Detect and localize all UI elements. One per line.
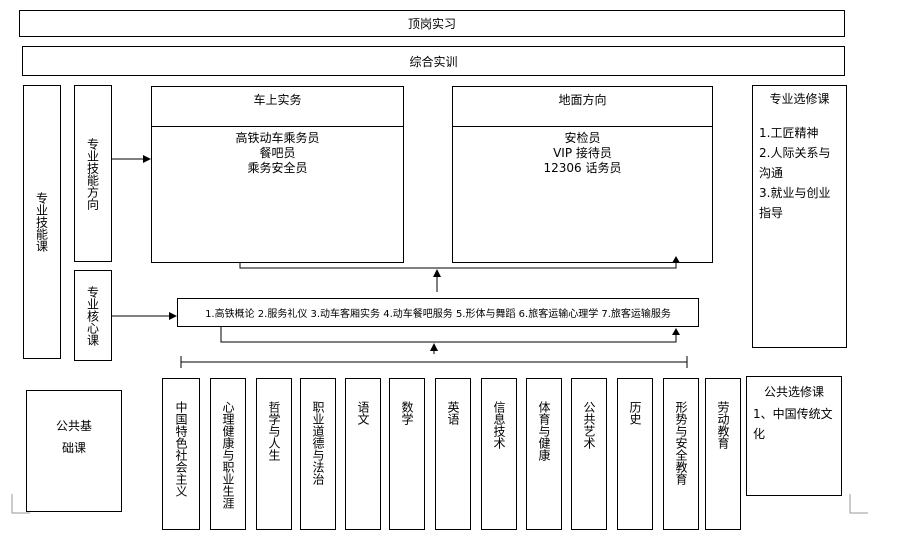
- subject-column: 语文: [345, 378, 381, 530]
- subject-label: 数学: [400, 401, 414, 425]
- onboard-role: 高铁动车乘务员: [235, 131, 320, 145]
- subject-label: 心理健康与职业生涯: [221, 401, 235, 509]
- professional-elective-item: 3.就业与创业指导: [759, 186, 831, 220]
- subject-label: 哲学与人生: [267, 401, 281, 461]
- subject-label: 历史: [628, 401, 642, 425]
- subject-label: 公共艺术: [582, 401, 596, 449]
- core-course-box: 专业核心课: [74, 270, 112, 361]
- second-banner-label: 综合实训: [409, 54, 458, 69]
- ground-box: 地面方向 安检员 VIP 接待员 12306 话务员: [452, 86, 713, 263]
- subject-column: 职业道德与法治: [300, 378, 336, 530]
- onboard-box: 车上实务 高铁动车乘务员 餐吧员 乘务安全员: [151, 86, 404, 263]
- top-bracket-arrowhead: [672, 256, 680, 263]
- subject-column: 数学: [389, 378, 425, 530]
- core-bracket: [220, 327, 677, 343]
- subject-column: 形势与安全教育: [663, 378, 699, 530]
- ground-title: 地面方向: [453, 87, 712, 127]
- public-elective-title: 公共选修课: [763, 385, 824, 399]
- core-list-box: 1.高铁概论 2.服务礼仪 3.动车客厢实务 4.动车餐吧服务 5.形体与舞蹈 …: [177, 298, 699, 327]
- public-basic-box: 公共基础课: [26, 390, 122, 512]
- core-bracket-arrowhead: [672, 328, 680, 335]
- professional-elective-item: 1.工匠精神: [759, 126, 819, 140]
- subject-column: 历史: [617, 378, 653, 530]
- top-banner: 顶岗实习: [19, 10, 845, 37]
- subject-label: 中国特色社会主义: [174, 401, 188, 497]
- core-course-label: 专业核心课: [85, 285, 100, 346]
- professional-elective-item: 2.人际关系与沟通: [759, 146, 831, 180]
- subject-label: 语文: [356, 401, 370, 425]
- public-elective-box: 公共选修课 1、中国传统文化: [746, 376, 842, 496]
- professional-skills-course-label: 专业技能课: [34, 192, 49, 252]
- professional-skills-course-box: 专业技能课: [23, 85, 61, 359]
- professional-direction-label: 专业技能方向: [85, 137, 100, 210]
- professional-direction-box: 专业技能方向: [74, 85, 112, 262]
- public-elective-item: 1、中国传统文化: [753, 407, 833, 441]
- subject-label: 信息技术: [492, 401, 506, 449]
- subject-column: 中国特色社会主义: [162, 378, 200, 530]
- subject-column: 劳动教育: [705, 378, 741, 530]
- subject-column: 心理健康与职业生涯: [210, 378, 246, 530]
- onboard-title: 车上实务: [152, 87, 403, 127]
- subject-column: 公共艺术: [571, 378, 607, 530]
- subject-column: 英语: [435, 378, 471, 530]
- onboard-role: 餐吧员: [259, 146, 296, 160]
- top-banner-label: 顶岗实习: [407, 17, 456, 31]
- onboard-role: 乘务安全员: [247, 161, 308, 175]
- subject-label: 英语: [446, 401, 460, 425]
- subject-column: 哲学与人生: [256, 378, 292, 530]
- top-bracket: [239, 260, 677, 269]
- subject-label: 劳动教育: [716, 401, 730, 449]
- subject-label: 体育与健康: [537, 401, 551, 461]
- subject-label: 职业道德与法治: [311, 401, 325, 485]
- professional-elective-box: 专业选修课 1.工匠精神 2.人际关系与沟通 3.就业与创业指导: [752, 85, 847, 348]
- second-banner: 综合实训: [22, 46, 845, 76]
- ground-role: 安检员: [564, 131, 601, 145]
- subject-label: 形势与安全教育: [674, 401, 688, 485]
- ground-role: 12306 话务员: [543, 161, 622, 175]
- professional-elective-title: 专业选修课: [769, 92, 830, 106]
- public-basic-label: 公共基础课: [55, 419, 92, 455]
- ground-role: VIP 接待员: [553, 146, 612, 160]
- subject-column: 体育与健康: [526, 378, 562, 530]
- core-list-label: 1.高铁概论 2.服务礼仪 3.动车客厢实务 4.动车餐吧服务 5.形体与舞蹈 …: [205, 309, 671, 320]
- subject-column: 信息技术: [481, 378, 517, 530]
